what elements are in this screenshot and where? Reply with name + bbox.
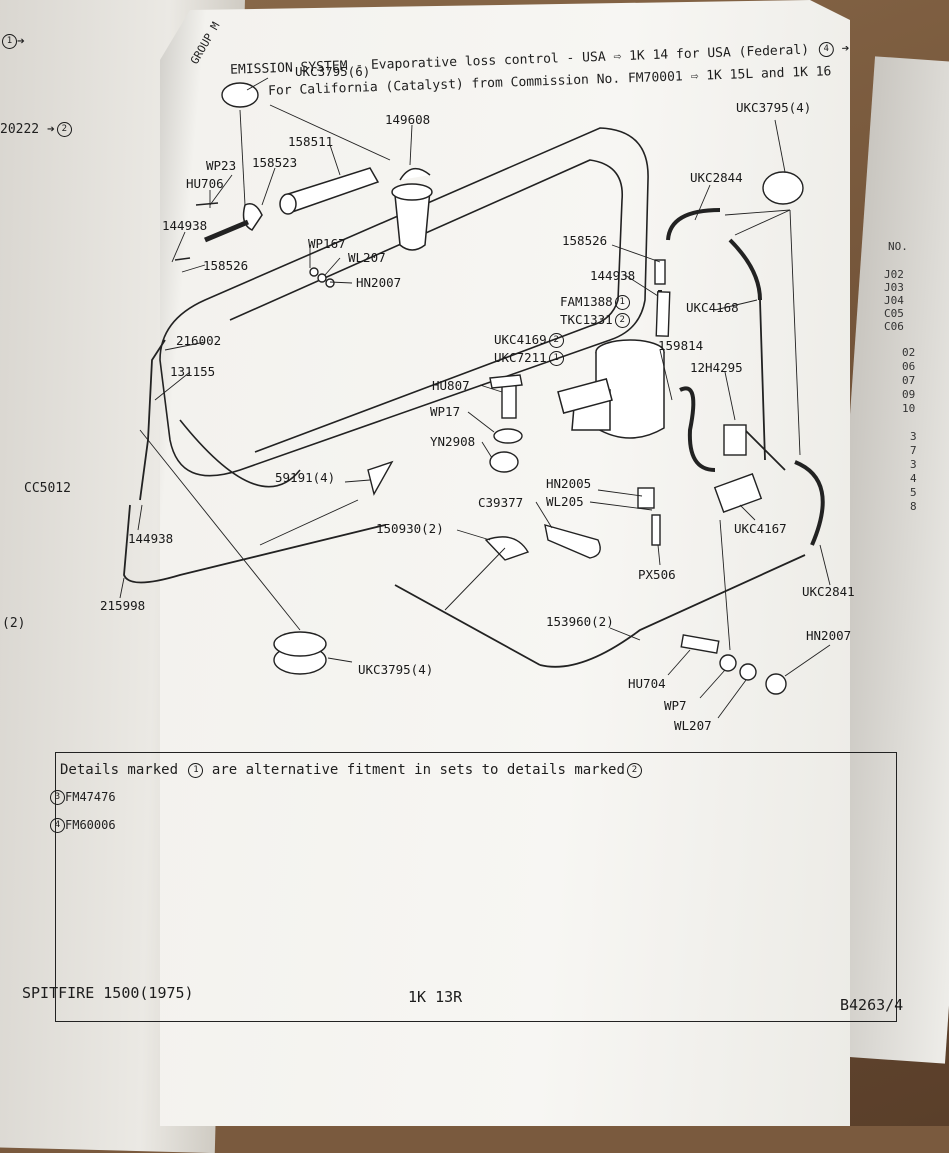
part-label: 215998 (100, 598, 146, 613)
catalogue-page (160, 0, 850, 1126)
part-label: 159814 (658, 338, 704, 353)
part-label: HN2005 (546, 476, 592, 491)
part-label: HU807 (432, 378, 470, 393)
fuel-tank (159, 127, 649, 488)
part-label: 144938 (162, 218, 208, 233)
part-label: UKC4168 (686, 300, 739, 315)
part-label: 131155 (170, 364, 216, 379)
part-label: UKC3795(4) (358, 662, 434, 677)
part-label: 150930(2) (376, 521, 444, 536)
leader-lines (119, 77, 831, 719)
part-label: YN2908 (430, 434, 476, 449)
footer-page: 1K 13R (408, 988, 463, 1006)
left-top-marker: 1➔ (0, 34, 25, 49)
notes-line-1: Details marked 1 are alternative fitment… (60, 762, 642, 778)
left-qty-label: (2) (2, 616, 26, 631)
small-parts (174, 82, 804, 695)
part-label: 12H4295 (690, 360, 743, 375)
part-label: WL207 (674, 718, 712, 733)
part-label: 158511 (288, 134, 334, 149)
part-label: 144938 (590, 268, 636, 283)
footer-ref: B4263/4 (840, 996, 904, 1014)
part-label: C39377 (478, 495, 524, 510)
part-label: UKC3795(4) (736, 100, 812, 115)
part-label: 144938 (128, 531, 174, 546)
part-label: PX506 (638, 567, 676, 582)
part-label: UKC2844 (690, 170, 743, 185)
exploded-diagram (119, 77, 831, 719)
part-label: WL205 (546, 494, 584, 509)
part-label: 216002 (176, 333, 222, 348)
part-label: 59191(4) (275, 470, 336, 485)
part-label: HN2007 (806, 628, 852, 643)
left-part-label: CC5012 (24, 481, 71, 496)
part-label: 158523 (252, 155, 298, 170)
footer-model: SPITFIRE 1500(1975) (22, 984, 194, 1002)
part-label: 149608 (385, 112, 431, 127)
part-label: WL207 (348, 250, 386, 265)
part-label: WP7 (664, 698, 687, 713)
left-ref-line: 20222 ➔2 (0, 122, 72, 137)
part-label: HU704 (628, 676, 666, 691)
part-label: UKC2841 (802, 584, 855, 599)
pipe-lines (123, 299, 806, 668)
notes-box (55, 752, 897, 1022)
part-label: UKC3795(6) (295, 64, 371, 79)
part-label: WP167 (308, 236, 346, 251)
part-label: WP23 (206, 158, 237, 173)
part-label: 158526 (203, 258, 249, 273)
part-label: HN2007 (356, 275, 402, 290)
filler-neck (391, 167, 433, 251)
part-label: 158526 (562, 233, 608, 248)
part-label: HU706 (186, 176, 224, 191)
vent-pipe (204, 167, 380, 243)
part-label: WP17 (430, 404, 461, 419)
canister (557, 339, 665, 439)
part-label: UKC4167 (734, 521, 787, 536)
part-label: 153960(2) (546, 614, 614, 629)
